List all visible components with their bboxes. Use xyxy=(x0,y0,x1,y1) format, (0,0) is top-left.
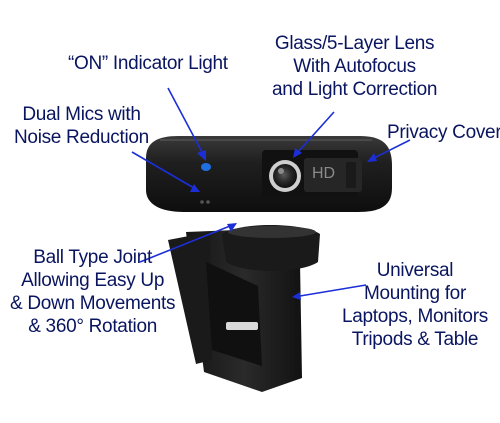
lens-glint xyxy=(278,168,284,174)
callout-mounting: Universal Mounting for Laptops, Monitors… xyxy=(342,259,488,351)
mount-clip-inner xyxy=(206,262,262,366)
arrow-privacy xyxy=(373,139,411,159)
arrow-mount xyxy=(299,284,367,297)
callout-line: Privacy Cover xyxy=(387,122,500,143)
mic-hole-left xyxy=(200,200,204,204)
callout-arrows xyxy=(131,87,411,300)
mic-hole-right xyxy=(206,200,210,204)
callout-line: & 360° Rotation xyxy=(28,316,158,337)
callout-line: Dual Mics with xyxy=(22,104,141,125)
callout-line: Tripods & Table xyxy=(351,329,479,350)
callout-dual-mics: Dual Mics with Noise Reduction xyxy=(14,103,149,149)
callout-line: Noise Reduction xyxy=(14,127,149,148)
callout-line: With Autofocus xyxy=(293,56,416,77)
arrow-mics xyxy=(131,151,195,189)
mount-clip-front xyxy=(168,232,212,364)
hd-badge: HD xyxy=(312,165,336,182)
lens xyxy=(273,164,297,188)
callout-line: Ball Type Joint xyxy=(33,247,152,268)
callout-line: Universal xyxy=(376,260,454,281)
arrow-lens xyxy=(297,111,335,153)
callout-line: Glass/5-Layer Lens xyxy=(274,33,435,54)
joint-highlight xyxy=(228,226,316,238)
callout-privacy-cover: Privacy Cover xyxy=(387,121,500,144)
callout-line: & Down Movements xyxy=(10,293,176,314)
callout-ball-joint: Ball Type Joint Allowing Easy Up & Down … xyxy=(10,246,176,338)
mount-foot xyxy=(226,322,258,330)
arrow-indicator xyxy=(167,87,204,155)
callout-line: “ON” Indicator Light xyxy=(68,53,228,74)
privacy-cover-grip xyxy=(346,162,356,188)
arrow-joint xyxy=(139,225,231,263)
callout-line: Laptops, Monitors xyxy=(342,306,488,327)
callout-line: Allowing Easy Up xyxy=(21,270,165,291)
callout-line: and Light Correction xyxy=(272,79,438,100)
callout-line: Mounting for xyxy=(363,283,466,304)
callout-lens: Glass/5-Layer Lens With Autofocus and Li… xyxy=(272,32,437,101)
indicator-led xyxy=(201,163,211,171)
callout-indicator-light: “ON” Indicator Light xyxy=(68,52,228,75)
